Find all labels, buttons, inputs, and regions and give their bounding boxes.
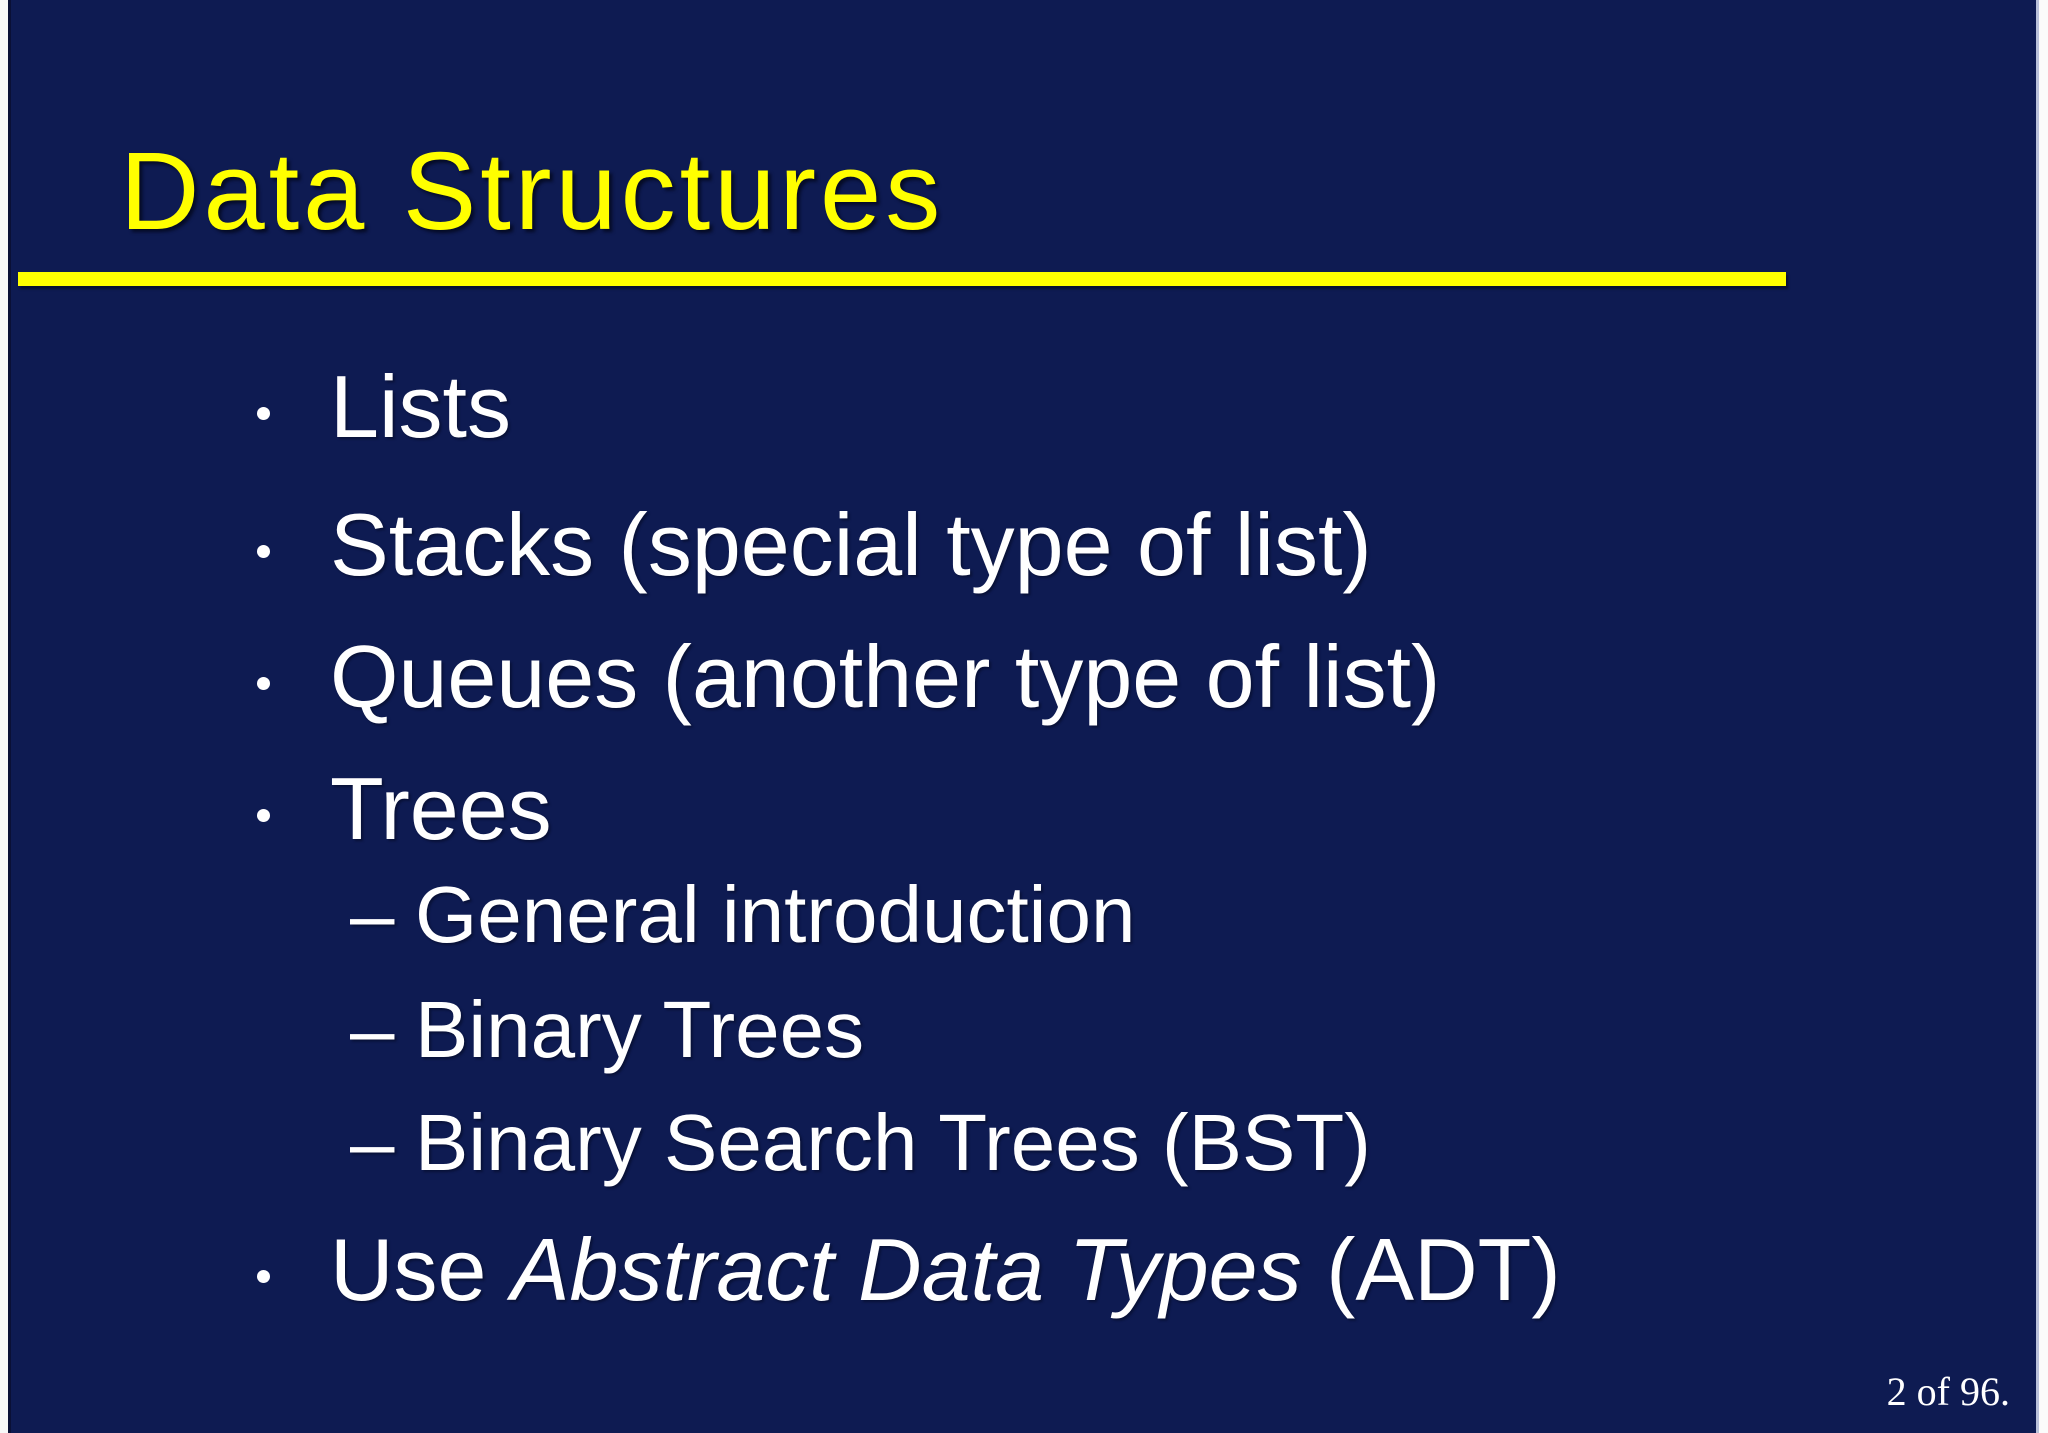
bullet-item: –General introduction (0, 875, 2048, 995)
bullet-text: Binary Trees (415, 985, 865, 1074)
bullet-dot-icon (257, 809, 270, 822)
title-underline-rule (18, 272, 1786, 286)
bullet-dot-icon (257, 1270, 270, 1283)
left-edge-dark-line (8, 0, 11, 1433)
bullet-text: General introduction (415, 870, 1136, 959)
bullet-item: Use Abstract Data Types (ADT) (0, 1226, 2048, 1346)
bullet-text: Queues (another type of list) (330, 627, 1441, 726)
bullet-text: Binary Search Trees (BST) (415, 1098, 1371, 1187)
sub-bullet-dash-icon: – (350, 985, 395, 1074)
page-number: 2 of 96. (1886, 1369, 2010, 1414)
bullet-dot-icon (257, 407, 270, 420)
bullet-item: Queues (another type of list) (0, 633, 2048, 753)
bullet-text: Lists (330, 357, 511, 456)
left-edge-white-strip (0, 0, 8, 1433)
slide-title: Data Structures (120, 130, 945, 253)
bullet-text: Use Abstract Data Types (ADT) (330, 1220, 1561, 1319)
bullet-item: Stacks (special type of list) (0, 501, 2048, 621)
bullet-item: Trees (0, 765, 2048, 885)
bullet-dot-icon (257, 677, 270, 690)
bullet-text: Trees (330, 759, 552, 858)
bullet-item: –Binary Search Trees (BST) (0, 1103, 2048, 1223)
right-edge-white-strip (2039, 0, 2048, 1433)
bullet-item: –Binary Trees (0, 990, 2048, 1110)
sub-bullet-dash-icon: – (350, 870, 395, 959)
bullet-item: Lists (0, 363, 2048, 483)
right-edge-light-line (2036, 0, 2039, 1433)
bullet-dot-icon (257, 545, 270, 558)
bullet-text: Stacks (special type of list) (330, 495, 1372, 594)
sub-bullet-dash-icon: – (350, 1098, 395, 1187)
